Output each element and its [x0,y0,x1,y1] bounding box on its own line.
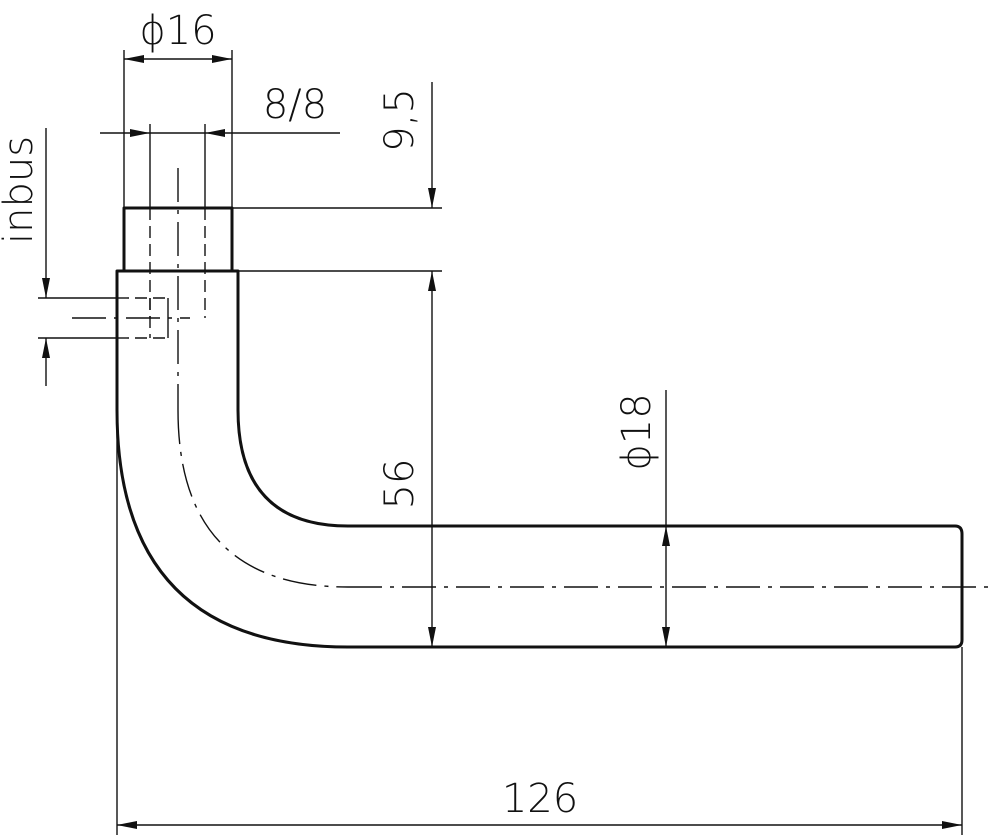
dim-rose-diameter-label: ϕ16 [139,8,216,54]
dim-rose-height: 9,5 [377,82,436,208]
dim-rose-diameter: ϕ16 [124,8,232,63]
extension-lines [38,50,963,835]
dim-overall-length: 126 [117,776,962,829]
dim-grip-diameter-label: ϕ18 [614,393,660,470]
dim-set-screw-label: inbus [0,136,42,244]
dim-square-spindle-label: 8/8 [263,82,327,128]
lever-body [115,269,964,649]
hidden-lines [117,208,206,339]
dim-rose-height-label: 9,5 [377,88,423,152]
handle-outline [115,206,964,649]
dim-handle-height-label: 56 [377,459,423,510]
dim-square-spindle: 8/8 [100,82,340,208]
dim-handle-height: 56 [377,271,436,647]
center-lines [72,168,995,588]
dim-set-screw: inbus [0,128,50,386]
dim-grip-diameter: ϕ18 [614,390,670,647]
dim-overall-length-label: 126 [502,776,578,822]
